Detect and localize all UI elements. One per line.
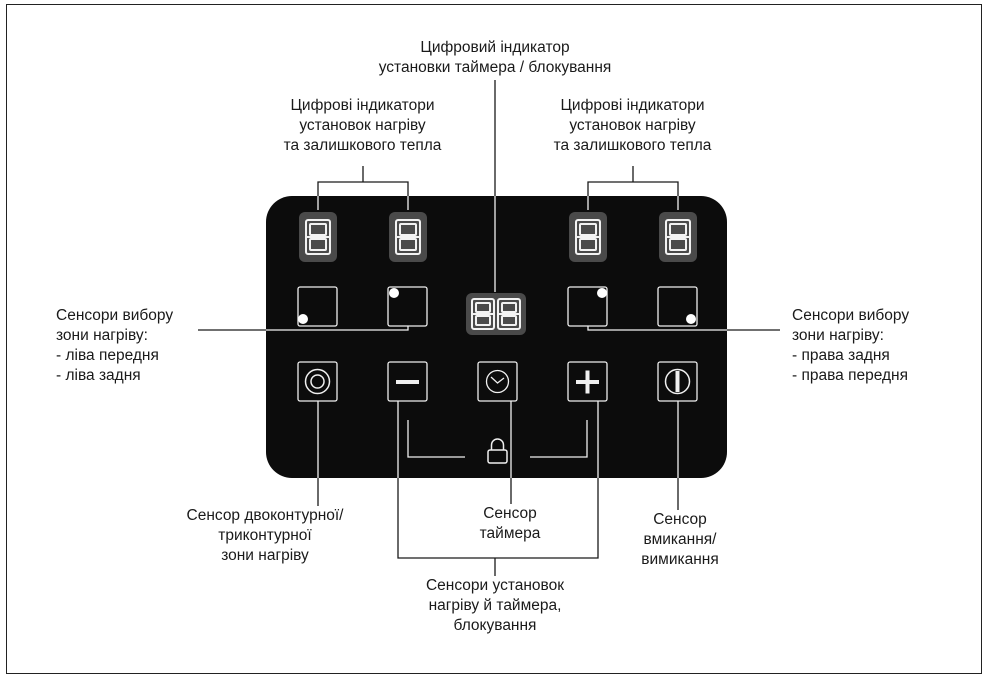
- zone-selection-sensors: [297, 286, 698, 327]
- timer-indicator-label: Цифровий індикатор установки таймера / б…: [378, 39, 612, 76]
- lock-bracket-left: [407, 420, 465, 458]
- bottom-sensors: [297, 361, 698, 402]
- dot-left-front: [298, 314, 308, 324]
- zone-position-dots: [298, 288, 696, 324]
- clock-icon: [485, 369, 510, 394]
- left-indicators-bracket: [317, 181, 409, 210]
- dual-zone-icon: [304, 368, 331, 395]
- power-icon: [664, 368, 691, 395]
- timer-digit-1: [471, 298, 495, 330]
- right-zone-sensors-label: Сенсори вибору зони нагріву: - права зад…: [792, 307, 910, 384]
- lock-bracket-right: [530, 420, 588, 458]
- plus-icon: [576, 370, 599, 394]
- right-indicators-bracket: [587, 181, 679, 210]
- zone-sensor-right-rear[interactable]: [567, 286, 608, 327]
- figure-frame: [6, 4, 982, 674]
- zone-digit-2: [395, 219, 421, 255]
- zone-digit-1: [305, 219, 331, 255]
- zone-digit-segments: [305, 219, 691, 255]
- zone-sensor-left-front[interactable]: [297, 286, 338, 327]
- lock-bracket: [407, 420, 588, 458]
- power-sensor-label: Сенсор вмикання/ вимикання: [641, 511, 719, 568]
- setting-sensors-bracket: [397, 390, 599, 559]
- right-indicators-label: Цифрові індикатори установок нагріву та …: [553, 97, 712, 154]
- timer-button[interactable]: [477, 361, 518, 402]
- dot-right-rear: [597, 288, 607, 298]
- setting-sensors-label: Сенсори установок нагріву й таймера, бло…: [425, 577, 565, 634]
- zone-sensor-left-rear[interactable]: [387, 286, 428, 327]
- zone-digit-displays: [299, 212, 697, 262]
- timer-digit-2: [497, 298, 521, 330]
- lock-icon: [487, 438, 508, 464]
- timer-digit-segments: [471, 298, 521, 330]
- dot-right-front: [686, 314, 696, 324]
- dual-zone-button[interactable]: [297, 361, 338, 402]
- dual-zone-sensor-label: Сенсор двоконтурної/ триконтурної зони н…: [186, 507, 344, 564]
- zone-digit-3: [575, 219, 601, 255]
- minus-icon: [396, 380, 419, 384]
- dot-left-rear: [389, 288, 399, 298]
- left-zone-sensors-label: Сенсори вибору зони нагріву: - ліва пере…: [56, 307, 174, 384]
- left-indicators-label: Цифрові індикатори установок нагріву та …: [283, 97, 442, 154]
- timer-sensor-label: Сенсор таймера: [479, 505, 541, 542]
- control-panel: [266, 196, 727, 478]
- zone-digit-4: [665, 219, 691, 255]
